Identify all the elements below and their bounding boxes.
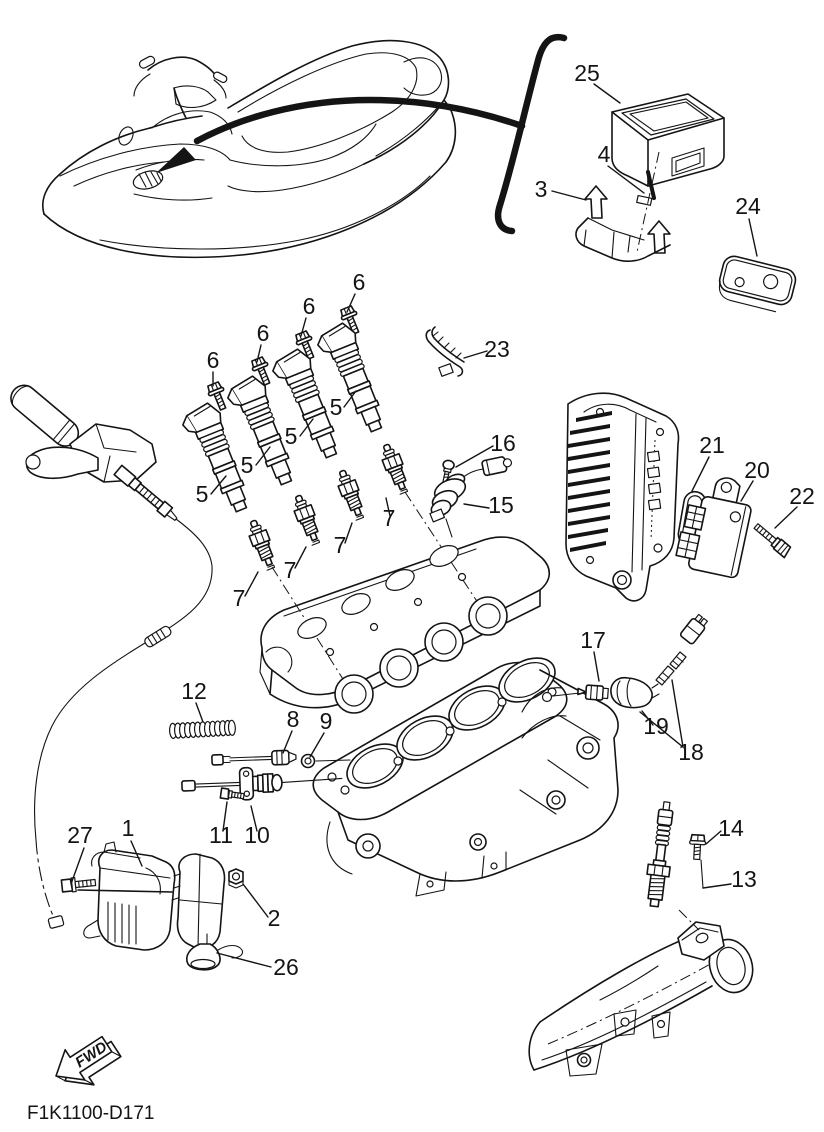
- callout-27: 27: [67, 822, 93, 848]
- callout-1: 1: [122, 815, 135, 841]
- sensor-13-axis: [678, 909, 700, 931]
- callout-7-4: 7: [233, 585, 246, 611]
- callout-11: 11: [209, 822, 233, 848]
- throttle-cable: [34, 518, 213, 929]
- part-4-pin: [636, 151, 660, 253]
- callout-24: 24: [735, 193, 761, 219]
- part-3-ecu-bracket: [575, 185, 671, 262]
- callout-9: 9: [320, 708, 333, 734]
- cylinder-head-cover: [259, 536, 551, 714]
- part-27-bolt: [60, 877, 97, 893]
- callout-6-4: 6: [207, 347, 220, 373]
- part-23-band-clamp: [425, 326, 465, 377]
- part-15-thermo-sensor: [429, 456, 513, 538]
- part-2-nut: [228, 868, 244, 889]
- throttle-lever-assembly: [10, 384, 178, 521]
- callout-4: 4: [598, 141, 611, 167]
- callout-18: 18: [678, 739, 704, 765]
- exhaust-pipe: [528, 921, 754, 1077]
- install-location-marker: [132, 170, 164, 190]
- part-25-ecu-unit: [611, 93, 725, 187]
- part-8-sensor: [211, 749, 297, 766]
- callout-6-2: 6: [303, 293, 316, 319]
- callout-10: 10: [244, 822, 270, 848]
- callout-5-4: 5: [196, 481, 209, 507]
- part-14-bolt: [689, 833, 707, 861]
- callout-13: 13: [731, 866, 757, 892]
- callout-23: 23: [484, 336, 510, 362]
- callout-3: 3: [535, 176, 548, 202]
- cylinder-block: [312, 657, 619, 897]
- callout-17: 17: [580, 627, 606, 653]
- part-20-rectifier-regulator: [675, 477, 752, 579]
- watercraft-illustration: [42, 39, 457, 259]
- bolt-14-link-line: [700, 859, 704, 889]
- bracket-cooling-fins: [568, 411, 612, 552]
- callout-25: 25: [574, 60, 600, 86]
- callout-20: 20: [744, 457, 770, 483]
- callout-5-3: 5: [241, 452, 254, 478]
- callout-7-2: 7: [334, 532, 347, 558]
- callout-15: 15: [488, 492, 514, 518]
- part-1-throttle-sensor-assembly: [77, 841, 226, 951]
- part-17-sensor: [577, 684, 609, 701]
- callout-5-1: 5: [330, 394, 343, 420]
- callout-16: 16: [490, 430, 516, 456]
- section-break-line: [494, 33, 568, 235]
- callout-26: 26: [273, 954, 299, 980]
- callout-2: 2: [268, 905, 281, 931]
- callout-14: 14: [718, 815, 744, 841]
- fwd-direction-arrow: FWD: [55, 1035, 122, 1086]
- part-9-washer: [300, 753, 351, 769]
- callout-7-3: 7: [284, 557, 297, 583]
- callout-8: 8: [287, 706, 300, 732]
- callout-6-3: 6: [257, 320, 270, 346]
- location-arrow: [156, 96, 526, 173]
- callout-labels: 25 4 3 24 6 6 6 6 5 5 5 5 7 7 7 7 23 16 …: [67, 60, 815, 980]
- callout-6-1: 6: [353, 269, 366, 295]
- part-16-screw: [442, 459, 455, 484]
- diagram-code: F1K1100-D171: [27, 1103, 154, 1124]
- part-24-cover-plate: [718, 255, 797, 313]
- callout-5-2: 5: [285, 423, 298, 449]
- callout-12: 12: [181, 678, 207, 704]
- callout-7-1: 7: [383, 505, 396, 531]
- part-10-sensor: [181, 766, 343, 801]
- leader-lines: [70, 83, 798, 968]
- callout-21: 21: [699, 432, 725, 458]
- part-22-bolt: [753, 523, 792, 559]
- part-11-bolt: [219, 787, 245, 800]
- part-26-joint-cover: [185, 943, 244, 971]
- engine-mount-bracket: [565, 392, 680, 602]
- callout-19: 19: [643, 713, 669, 739]
- part-19-boot-and-lead: [610, 613, 709, 709]
- part-13-sensor: [646, 801, 674, 908]
- callout-22: 22: [789, 483, 815, 509]
- part-12-spring: [168, 719, 236, 739]
